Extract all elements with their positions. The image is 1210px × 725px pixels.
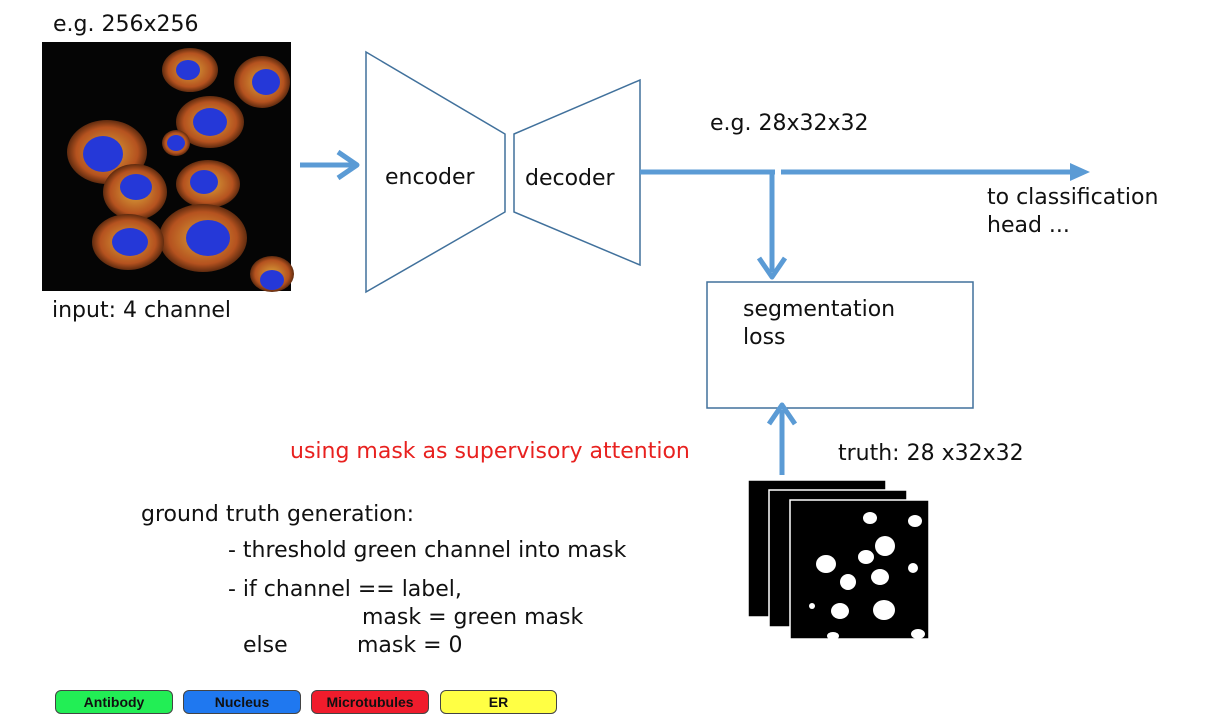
classification-head-line2: head ... — [987, 213, 1070, 238]
branch-arrow-down — [756, 172, 788, 280]
cell — [176, 96, 244, 148]
ground-truth-step1: - threshold green channel into mask — [228, 538, 627, 563]
legend-antibody: Antibody — [55, 690, 173, 714]
cell — [103, 164, 167, 220]
cell — [162, 48, 218, 92]
truth-label: truth: 28 x32x32 — [838, 441, 1024, 466]
cell — [159, 204, 247, 272]
cell — [162, 130, 190, 156]
output-arrow — [640, 163, 1090, 181]
segmentation-loss-line2: loss — [743, 325, 786, 350]
input-image — [42, 42, 294, 292]
input-arrow — [300, 149, 360, 181]
segmentation-loss-box — [706, 281, 974, 409]
ground-truth-step2: - if channel == label, — [228, 577, 462, 602]
encoder-block — [365, 50, 506, 294]
truth-mask-stack — [747, 479, 930, 640]
legend-nucleus: Nucleus — [183, 690, 301, 714]
cell — [176, 160, 240, 208]
ground-truth-step2b: mask = green mask — [362, 605, 584, 630]
decoder-block — [513, 78, 641, 267]
attention-note: using mask as supervisory attention — [290, 439, 690, 464]
legend-microtubules: Microtubules — [311, 690, 429, 714]
decoder-label: decoder — [525, 166, 615, 191]
cell — [234, 56, 290, 108]
encoder-label: encoder — [385, 165, 475, 190]
truth-arrow-up — [766, 402, 798, 475]
mask-blobs — [809, 512, 925, 640]
ground-truth-else-value: mask = 0 — [357, 633, 463, 658]
cell — [92, 214, 164, 270]
mask-layer — [789, 499, 930, 640]
cell — [250, 256, 294, 292]
ground-truth-heading: ground truth generation: — [141, 502, 415, 527]
segmentation-loss-line1: segmentation — [743, 297, 896, 322]
input-size-label: e.g. 256x256 — [53, 12, 199, 37]
ground-truth-else: else — [243, 633, 288, 658]
input-caption: input: 4 channel — [52, 298, 232, 323]
legend-er: ER — [440, 690, 557, 714]
feature-size-label: e.g. 28x32x32 — [710, 111, 869, 136]
classification-head-line1: to classification — [987, 185, 1159, 210]
